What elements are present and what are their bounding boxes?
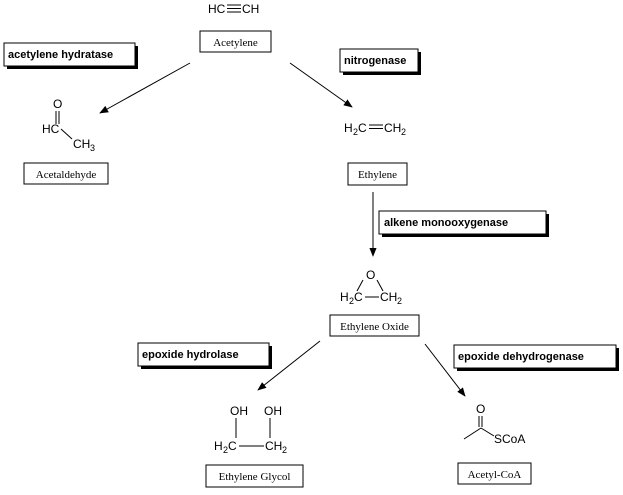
- ethylene-box-frame: [347, 162, 408, 186]
- ethylene-oxide-box-frame: [329, 314, 420, 337]
- ethylene-glycol-structure: OH OH H 2 C CH 2: [214, 404, 287, 455]
- acetylene-hydratase-frame: [3, 42, 136, 67]
- ethylene-box: Ethylene: [347, 162, 408, 186]
- acetyl-methyl-bond: [463, 427, 482, 440]
- acetylene-label: Acetylene: [213, 37, 258, 49]
- glycol-c: C: [228, 439, 237, 453]
- acetaldehyde-label: Acetaldehyde: [36, 169, 97, 181]
- arrow-to-acetyl-coa: [424, 343, 466, 397]
- acetyl-coa-scoa: SCoA: [494, 432, 525, 446]
- epoxide-sub2b: 2: [397, 296, 402, 306]
- ethylene-h: H: [344, 121, 353, 135]
- acetyl-cs-bond: [480, 427, 495, 437]
- glycol-h: H: [214, 439, 223, 453]
- ethylene-c: C: [358, 121, 367, 135]
- enzyme-epoxide-dehydrogenase: epoxide dehydrogenase: [453, 344, 619, 371]
- acetyl-coa-structure: O SCoA: [463, 402, 525, 446]
- acetyl-coa-label: Acetyl-CoA: [468, 469, 522, 481]
- arrow-to-acetaldehyde: [99, 62, 191, 114]
- ethylene-oxide-label: Ethylene Oxide: [340, 321, 409, 333]
- acetaldehyde-hc: HC: [42, 122, 60, 136]
- epoxide-dehydrogenase-label: epoxide dehydrogenase: [458, 351, 584, 363]
- glycol-oh-left: OH: [230, 404, 248, 418]
- epoxide-hydrolase-label: epoxide hydrolase: [142, 349, 239, 361]
- glycol-ch: CH: [265, 439, 282, 453]
- acetaldehyde-structure: O HC CH 3: [42, 97, 95, 153]
- enzyme-epoxide-hydrolase: epoxide hydrolase: [137, 342, 272, 369]
- acetaldehyde-box-frame: [23, 162, 109, 185]
- epoxide-c: C: [354, 290, 363, 304]
- acetylene-hc: HC: [208, 2, 226, 16]
- ethylene-sub2a: 2: [353, 127, 358, 137]
- ethylene-structure: H 2 C CH 2: [344, 121, 406, 137]
- acetylene-ch: CH: [242, 2, 259, 16]
- enzyme-nitrogenase: nitrogenase: [339, 48, 421, 75]
- acetylene-box: Acetylene: [199, 30, 272, 53]
- acetaldehyde-ch: CH: [73, 137, 90, 151]
- ethylene-glycol-box: Ethylene Glycol: [205, 464, 304, 488]
- glycol-sub2b: 2: [282, 445, 287, 455]
- arrow-to-ethylene-glycol: [257, 340, 321, 391]
- enzyme-acetylene-hydratase: acetylene hydratase: [3, 42, 138, 69]
- arrow-to-ethylene: [289, 62, 353, 108]
- acetaldehyde-cc-bond: [60, 128, 73, 140]
- acetylene-structure: HC CH: [208, 2, 259, 16]
- epoxide-sub2a: 2: [349, 296, 354, 306]
- epoxide-ch: CH: [380, 290, 397, 304]
- ethylene-label: Ethylene: [358, 169, 397, 181]
- ethylene-glycol-label: Ethylene Glycol: [219, 471, 291, 483]
- acetaldehyde-o: O: [53, 97, 62, 111]
- alkene-monooxygenase-label: alkene monooxygenase: [384, 217, 508, 229]
- nitrogenase-label: nitrogenase: [344, 55, 406, 67]
- ethylene-sub2b: 2: [401, 127, 406, 137]
- epoxide-dehydrogenase-frame: [453, 344, 617, 369]
- alkene-monooxygenase-frame: [378, 210, 547, 235]
- ethylene-ch: CH: [384, 121, 401, 135]
- acetyl-coa-box: Acetyl-CoA: [457, 462, 532, 485]
- acetyl-coa-box-frame: [457, 462, 532, 485]
- ethylene-glycol-box-frame: [205, 464, 304, 488]
- acetaldehyde-box: Acetaldehyde: [23, 162, 109, 185]
- enzyme-alkene-monooxygenase: alkene monooxygenase: [378, 210, 549, 237]
- epoxide-o: O: [366, 268, 375, 282]
- ethylene-oxide-box: Ethylene Oxide: [329, 314, 420, 337]
- acetaldehyde-sub3: 3: [90, 143, 95, 153]
- nitrogenase-frame: [339, 48, 419, 73]
- ethylene-oxide-structure: O H 2 C CH 2: [340, 268, 402, 306]
- epoxide-hydrolase-frame: [137, 342, 270, 367]
- acetylene-hydratase-label: acetylene hydratase: [8, 49, 113, 61]
- acetyl-coa-o: O: [476, 402, 485, 416]
- epoxide-h: H: [340, 290, 349, 304]
- epoxide-co-left: [356, 279, 364, 292]
- glycol-sub2a: 2: [223, 445, 228, 455]
- glycol-oh-right: OH: [264, 404, 282, 418]
- epoxide-co-right: [376, 279, 384, 292]
- acetylene-box-frame: [199, 30, 272, 53]
